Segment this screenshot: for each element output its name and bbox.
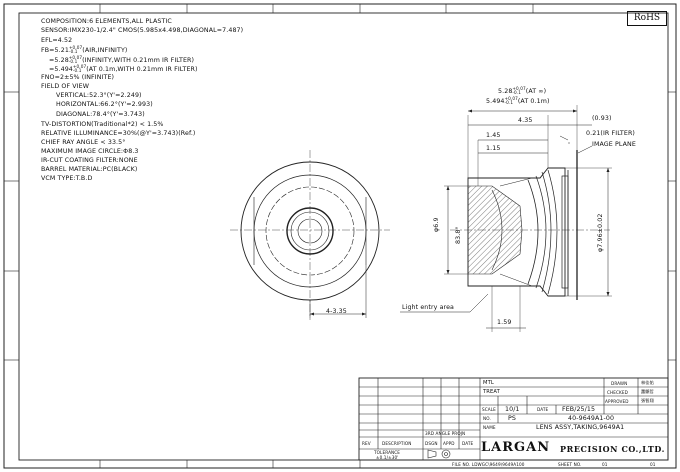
tb-date-value: FEB/25/15 bbox=[562, 406, 596, 413]
fb-air-plus: +0.07 bbox=[68, 45, 83, 50]
tb-tolerance-label: TOLERANCE bbox=[374, 450, 401, 455]
dim-bf-inf-minus: -0.1 bbox=[512, 90, 521, 95]
projection-symbol bbox=[427, 449, 451, 459]
spec-vcm-type: VCM TYPE:T.B.D bbox=[41, 175, 93, 182]
tb-sheet-total: 01 bbox=[650, 462, 656, 467]
dim-barrel-diameter: φ7.96±0.02 bbox=[597, 213, 604, 252]
company-logo: LARGAN bbox=[481, 440, 551, 455]
tb-date-col-label: DATE bbox=[462, 441, 474, 446]
label-light-entry-area: Light entry area bbox=[402, 304, 455, 311]
tb-scale-label: SCALE bbox=[482, 407, 496, 412]
tb-name-label: NAME bbox=[483, 425, 496, 430]
fb-infinity-value: =5.28 bbox=[49, 57, 69, 64]
tb-approved-signature: 張智翔 bbox=[641, 398, 654, 403]
dim-bottom: 1.59 bbox=[497, 319, 512, 326]
dim-bf-close-note: (AT 0.1m) bbox=[517, 98, 550, 105]
dim-fov-angle: 83.8° bbox=[455, 226, 462, 244]
tb-mtl-label: MTL bbox=[483, 380, 494, 386]
dim-entrance-diameter: φ6.9 bbox=[433, 217, 440, 232]
spec-fb-air: FB=5.21+0.07-0.1 (AIR,INFINITY) bbox=[41, 45, 128, 54]
rohs-badge: RoHS bbox=[627, 11, 667, 26]
spec-fb-infinity: =5.28+0.07-0.1 (INFINITY,WITH 0.21mm IR F… bbox=[49, 55, 195, 64]
fb-close-plus: +0.07 bbox=[72, 64, 87, 69]
spec-fno: FNO=2±5% (INFINITE) bbox=[41, 74, 115, 81]
dim-bf-close-plus: +0.07 bbox=[504, 96, 518, 101]
dim-bf-inf-value: 5.28 bbox=[498, 88, 513, 95]
fb-air-minus: -0.1 bbox=[68, 49, 78, 54]
dim-back-focus-infinity: 5.28+0.07-0.1 (AT ∞) bbox=[498, 86, 547, 95]
tb-file-no: FILE NO. LDWGC\9649\9649A100 bbox=[452, 462, 525, 467]
front-view bbox=[230, 150, 390, 320]
drawing-frame bbox=[3, 3, 677, 469]
zone-ticks bbox=[4, 4, 676, 468]
tb-no-label: NO. bbox=[483, 416, 491, 421]
fb-close-value: =5.494 bbox=[49, 66, 73, 73]
section-view bbox=[400, 105, 612, 332]
tb-name-value: LENS ASSY,TAKING,9649A1 bbox=[536, 424, 625, 431]
tb-sheet-no-label: SHEET NO. bbox=[558, 462, 582, 467]
dim-step: 1.15 bbox=[486, 145, 501, 152]
tb-sheet-number: 01 bbox=[602, 462, 608, 467]
dim-clearance: (0.93) bbox=[592, 115, 612, 122]
tb-drawn-label: DRAWN bbox=[611, 381, 628, 386]
dim-back-focus-close: 5.494+0.07-0.1(AT 0.1m) bbox=[486, 96, 550, 105]
tb-date-label: DATE bbox=[537, 407, 549, 412]
spec-ir-cut: IR-CUT COATING FILTER:NONE bbox=[41, 157, 138, 164]
spec-barrel-material: BARREL MATERIAL:PC(BLACK) bbox=[41, 166, 138, 173]
tb-checked-label: CHECKED bbox=[607, 390, 628, 395]
fb-air-note: (AIR,INFINITY) bbox=[82, 47, 128, 54]
tb-projection-label: 3RD ANGLE PROJN bbox=[425, 431, 466, 436]
spec-sensor: SENSOR:IMX230-1/2.4" CMOS(5.985x4.498,DI… bbox=[41, 27, 244, 34]
tb-appd-label: APPD bbox=[443, 441, 455, 446]
dim-ir-filter: 0.21(IR FILTER) bbox=[586, 130, 635, 137]
dim-bf-inf-note: (AT ∞) bbox=[525, 88, 547, 95]
dim-length: 4.35 bbox=[518, 117, 533, 124]
tb-description-label: DESCRIPTION bbox=[382, 441, 412, 446]
tb-checked-signature: 蕭顯哲 bbox=[641, 389, 654, 394]
spec-fov-title: FIELD OF VIEW bbox=[41, 83, 90, 90]
spec-chief-ray-angle: CHIEF RAY ANGLE < 33.5° bbox=[41, 139, 126, 146]
dim-bf-close-minus: -0.1 bbox=[504, 100, 514, 105]
company-name: PRECISION CO.,LTD. bbox=[560, 444, 666, 454]
dim-flange: 1.45 bbox=[486, 132, 501, 139]
fb-close-minus: -0.1 bbox=[72, 68, 82, 73]
spec-relative-illuminance: RELATIVE ILLUMINANCE=30%(@Y'=3.743)(Ref.… bbox=[41, 130, 196, 137]
spec-fov-diagonal: DIAGONAL:78.4°(Y'=3.743) bbox=[56, 111, 145, 118]
dim-bf-close-value: 5.494 bbox=[486, 98, 505, 105]
label-image-plane: IMAGE PLANE bbox=[592, 141, 636, 148]
spec-tv-distortion: TV-DISTORTION(Traditional*2) < 1.5% bbox=[41, 121, 164, 128]
fb-close-note: (AT 0.1m,WITH 0.21mm IR FILTER) bbox=[86, 66, 198, 73]
tb-approved-label: APPROVED bbox=[605, 399, 629, 404]
fb-air-value: FB=5.21 bbox=[41, 47, 69, 54]
spec-image-circle: MAXIMUM IMAGE CIRCLE:Φ8.3 bbox=[41, 148, 139, 155]
tb-drawn-signature: 林佳佑 bbox=[641, 380, 654, 385]
tb-dsgn-label: DSGN bbox=[425, 441, 438, 446]
tb-tolerance-value: ±0.1/±30' bbox=[376, 455, 399, 460]
tb-scale-value: 10/1 bbox=[505, 406, 520, 413]
fb-infinity-plus: +0.07 bbox=[68, 55, 83, 60]
fb-infinity-minus: -0.1 bbox=[68, 59, 78, 64]
tb-no-value: PS bbox=[508, 415, 516, 422]
spec-fov-vertical: VERTICAL:52.3°(Y'=2.249) bbox=[56, 92, 142, 99]
spec-fov-horizontal: HORIZONTAL:66.2°(Y'=2.993) bbox=[56, 101, 153, 108]
dim-bf-inf-plus: +0.07 bbox=[512, 86, 526, 91]
tb-rev-label: REV bbox=[362, 441, 371, 446]
spec-fb-close: =5.494+0.07-0.1 (AT 0.1m,WITH 0.21mm IR F… bbox=[49, 64, 198, 73]
title-block-grid bbox=[358, 377, 669, 461]
spec-composition: COMPOSITION:6 ELEMENTS,ALL PLASTIC bbox=[41, 18, 172, 25]
tb-treat-label: TREAT bbox=[483, 389, 500, 395]
fb-infinity-note: (INFINITY,WITH 0.21mm IR FILTER) bbox=[82, 57, 195, 64]
dim-front-width: 4-3.35 bbox=[326, 308, 347, 315]
tb-part-number: 40-9649A1-00 bbox=[568, 415, 615, 422]
spec-efl: EFL=4.52 bbox=[41, 37, 73, 44]
